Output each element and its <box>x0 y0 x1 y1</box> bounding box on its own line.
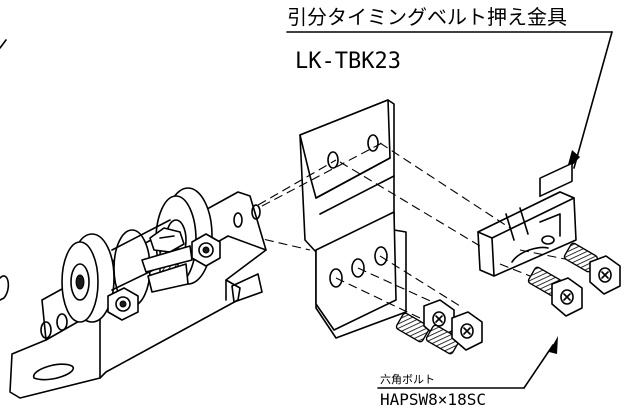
bracket-hole <box>351 258 365 278</box>
z-bracket-plate <box>299 99 407 339</box>
hex-nut <box>107 287 139 321</box>
callout-hex-bolt: 六角ボルト HAPSW8×18SC <box>377 336 558 409</box>
bracket-hole <box>374 246 388 266</box>
trolley-wheel <box>61 233 115 323</box>
callout-hex-bolt-arrowhead <box>549 336 558 354</box>
partial-part-left-edge <box>0 39 10 301</box>
callout-belt-clamp-code: LK-TBK23 <box>295 49 401 74</box>
belt-clamp-part <box>477 162 577 277</box>
hex-bolt-middle-right <box>527 266 583 317</box>
callout-belt-clamp: 引分タイミングベルト押え金具 LK-TBK23 <box>286 5 613 172</box>
bracket-hole <box>367 134 379 152</box>
adjusting-bolt <box>141 227 193 293</box>
bracket-hole <box>329 268 343 288</box>
callout-belt-clamp-name: 引分タイミングベルト押え金具 <box>287 5 567 29</box>
bracket-hole <box>327 151 339 169</box>
hex-bolt-lower-right <box>425 311 483 355</box>
callout-hex-bolt-code: HAPSW8×18SC <box>380 390 486 409</box>
callout-hex-bolt-leader <box>523 344 554 389</box>
trolley-assembly <box>9 187 267 399</box>
hex-nut <box>191 233 221 267</box>
callout-hex-bolt-name: 六角ボルト <box>380 373 435 386</box>
callout-belt-clamp-leader <box>573 31 613 169</box>
hex-bolt-upper-right <box>563 242 621 295</box>
